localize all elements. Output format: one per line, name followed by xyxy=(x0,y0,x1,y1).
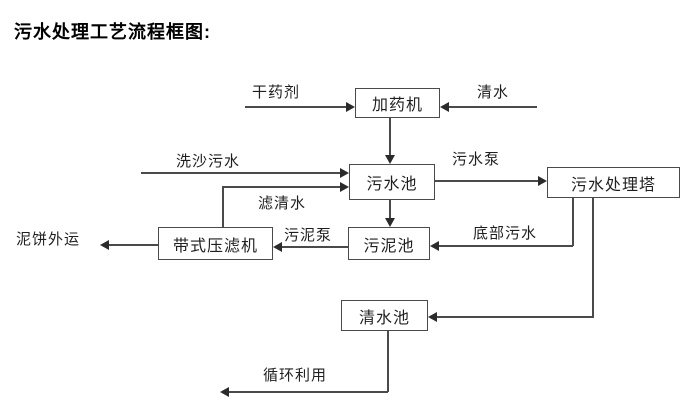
node-treatment-tower: 污水处理塔 xyxy=(547,167,680,198)
recycled-use-drop-line xyxy=(387,331,389,392)
sand-wash-sewage-label: 洗沙污水 xyxy=(176,153,241,170)
sludge-pump-arrowhead-icon xyxy=(273,242,282,252)
sewage-to-sludge-line xyxy=(389,200,391,218)
dosing-to-sewage-arrowhead-icon xyxy=(385,155,395,164)
dosing-to-sewage-line xyxy=(389,118,391,156)
sewage-pump-label: 污水泵 xyxy=(452,151,501,168)
node-dosing-machine-label: 加药机 xyxy=(371,97,423,114)
tower-to-clean-pool-arrowhead-icon xyxy=(428,312,437,322)
bottom-sewage-arrowhead-icon xyxy=(430,241,439,251)
node-clean-water-pool-label: 清水池 xyxy=(358,309,410,327)
tower-to-clean-pool-line xyxy=(437,316,593,318)
dry-agent-arrowhead-icon xyxy=(346,102,355,112)
node-clean-water-pool: 清水池 xyxy=(341,300,428,331)
recycled-use-arrowhead-icon xyxy=(220,387,229,397)
node-treatment-tower-label: 污水处理塔 xyxy=(570,176,656,194)
sand-wash-sewage-line xyxy=(141,172,340,174)
sand-wash-sewage-arrowhead-icon xyxy=(340,168,349,178)
clean-water-line xyxy=(449,106,537,108)
sludge-pump-line xyxy=(282,246,348,248)
node-sludge-pool: 污泥池 xyxy=(348,227,430,260)
filtered-water-label: 滤清水 xyxy=(258,195,307,212)
clean-water-label: 清水 xyxy=(477,84,510,101)
node-sewage-pool-label: 污水池 xyxy=(366,176,418,193)
mud-cake-out-arrowhead-icon xyxy=(100,240,109,250)
sewage-pump-arrowhead-icon xyxy=(538,176,547,186)
bottom-sewage-line xyxy=(439,245,573,247)
filtered-water-arrowhead-icon xyxy=(340,182,349,192)
filtered-water-riser-line xyxy=(222,186,224,227)
node-belt-filter-press: 带式压滤机 xyxy=(158,227,273,260)
tower-to-clean-pool-drop-line xyxy=(592,198,594,318)
dry-agent-label: 干药剂 xyxy=(252,84,301,101)
node-sludge-pool-label: 污泥池 xyxy=(363,237,415,255)
clean-water-arrowhead-icon xyxy=(440,102,449,112)
sewage-to-sludge-arrowhead-icon xyxy=(385,218,395,227)
sewage-pump-line xyxy=(435,180,538,182)
mud-cake-out-line xyxy=(109,244,158,246)
mud-cake-out-label: 泥饼外运 xyxy=(16,231,81,248)
recycled-use-label: 循环利用 xyxy=(263,367,328,384)
node-belt-filter-press-label: 带式压滤机 xyxy=(172,237,258,255)
dry-agent-line xyxy=(245,106,346,108)
recycled-use-line xyxy=(229,391,388,393)
diagram-title: 污水处理工艺流程框图: xyxy=(14,22,211,42)
node-sewage-pool: 污水池 xyxy=(349,164,435,200)
sludge-pump-label: 污泥泵 xyxy=(284,227,333,244)
filtered-water-line xyxy=(222,186,340,188)
bottom-sewage-drop-line xyxy=(572,198,574,246)
node-dosing-machine: 加药机 xyxy=(355,88,440,118)
bottom-sewage-label: 底部污水 xyxy=(473,225,538,242)
